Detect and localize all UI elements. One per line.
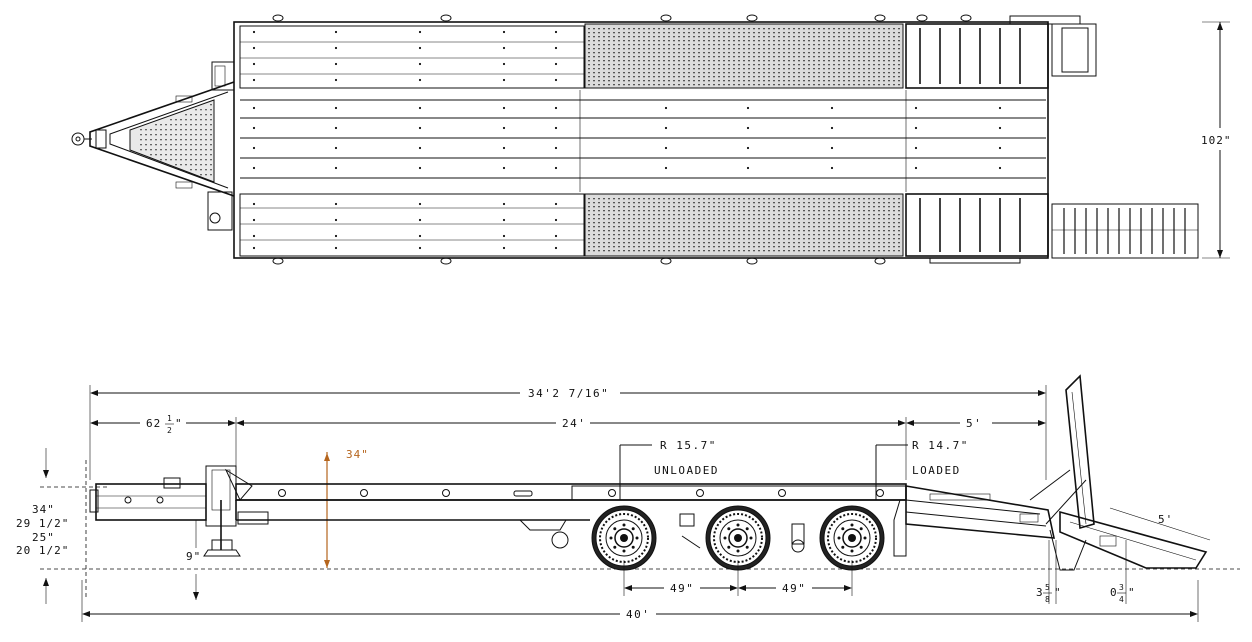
axle-spacing-2-label: 49" — [782, 582, 806, 595]
tongue — [71, 61, 235, 231]
overall-length-dimension: 34'2 7/16" — [89, 385, 1047, 480]
left-height-labels: 34" 29 1/2" 25" 20 1/2" — [16, 448, 69, 604]
tongue-diamond-plate — [129, 99, 215, 183]
clearance-b-whole: 0 — [1110, 586, 1118, 599]
clearance-b: 0 3 4 " — [1110, 540, 1136, 604]
wheel-icon — [819, 505, 885, 571]
clearance-b-num: 3 — [1119, 583, 1124, 592]
deck-length-dimension: 24' — [236, 417, 907, 480]
jack-lower-icon — [207, 191, 233, 231]
radius-unloaded-label: R 15.7" — [660, 439, 717, 452]
front-overhang-num: 1 — [167, 414, 172, 423]
frame-holes — [278, 489, 884, 497]
front-overhang-dimension: 62 1 2 " — [90, 414, 237, 470]
clearance-b-suffix: " — [1128, 586, 1136, 599]
total-length-dimension: 40' — [81, 580, 1199, 622]
radius-loaded-callout: R 14.7" LOADED — [875, 439, 969, 500]
clearance-a: 3 5 8 " — [1036, 540, 1062, 604]
width-dimension: 102" — [1201, 21, 1232, 259]
clearance-a-num: 5 — [1045, 583, 1050, 592]
main-deck — [233, 21, 1049, 259]
clearance-b-den: 4 — [1119, 595, 1124, 604]
deck-height-label: 34" — [346, 448, 369, 461]
overall-length-label: 34'2 7/16" — [528, 387, 609, 400]
radius-loaded-label: R 14.7" — [912, 439, 969, 452]
radius-unloaded-callout: R 15.7" UNLOADED — [619, 439, 719, 500]
height-label-2: 29 1/2" — [16, 517, 69, 530]
clearance-a-den: 8 — [1045, 595, 1050, 604]
side-frame — [235, 483, 907, 525]
tongue-plate-texture — [140, 104, 212, 176]
deck-length-label: 24' — [562, 417, 586, 430]
hitch-coupler-icon — [71, 132, 85, 146]
front-overhang-den: 2 — [167, 426, 172, 435]
dovetail-length-label: 5' — [966, 417, 982, 430]
height-label-4: 20 1/2" — [16, 544, 69, 557]
ramp-length-label: 5' — [1158, 513, 1173, 526]
fold-ramp-bottom — [1051, 203, 1199, 259]
stake-pockets — [272, 14, 972, 265]
axle-spacing-dimension: 49" 49" — [623, 560, 853, 596]
jack-height-label: 9" — [186, 550, 201, 563]
height-label-1: 34" — [32, 503, 55, 516]
fold-ramp-slats — [1052, 208, 1198, 254]
dovetail-and-ramp: 5' — [893, 374, 1211, 571]
upright-ramp — [1065, 374, 1095, 530]
wheel-icon — [705, 505, 771, 571]
wheels — [591, 505, 885, 571]
ramp-hinge-top — [1051, 23, 1097, 77]
fender-plate-texture — [588, 28, 900, 252]
ramp-slats — [919, 28, 1021, 252]
lowered-ramp — [1059, 510, 1208, 569]
deck-height-dimension: 34" — [324, 448, 369, 568]
clearance-a-whole: 3 — [1036, 586, 1044, 599]
clearance-a-suffix: " — [1054, 586, 1062, 599]
unloaded-label: UNLOADED — [654, 464, 719, 477]
axle-spacing-1-label: 49" — [670, 582, 694, 595]
suspension — [519, 513, 805, 553]
width-label: 102" — [1201, 134, 1232, 147]
total-length-label: 40' — [626, 608, 650, 621]
deck-planks — [240, 41, 1046, 241]
hitch-icon — [89, 489, 99, 513]
rear-ramps — [905, 15, 1199, 264]
loaded-label: LOADED — [912, 464, 961, 477]
fender-plate-bottom — [584, 193, 904, 257]
height-label-3: 25" — [32, 531, 55, 544]
front-overhang-suffix: " — [175, 417, 183, 430]
dovetail-length-dimension: 5' — [906, 417, 1046, 430]
top-view: 102" — [71, 14, 1232, 265]
wheel-icon — [591, 505, 657, 571]
front-overhang-whole: 62 — [146, 417, 161, 430]
jack-height-dimension: 9" — [186, 520, 201, 600]
side-view: 34'2 7/16" 62 1 2 " 24' — [16, 374, 1240, 622]
side-tongue — [89, 465, 253, 557]
deck-rivets — [252, 30, 1002, 250]
